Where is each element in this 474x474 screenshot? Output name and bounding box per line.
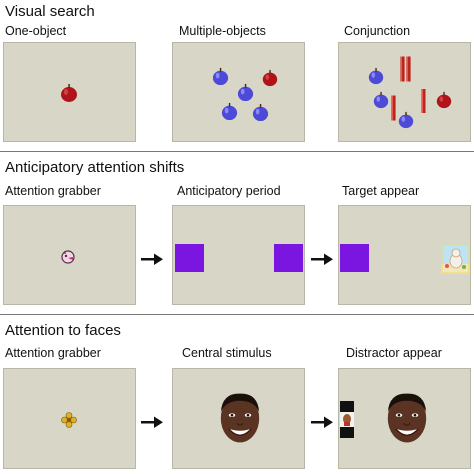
blue-apple-icon — [220, 102, 239, 121]
purple-square-icon — [274, 244, 303, 272]
panel-multiple-objects — [172, 42, 305, 142]
panel-conjunction — [338, 42, 471, 142]
red-bar-icon — [421, 89, 426, 113]
arrow-right-icon — [141, 416, 163, 428]
label-multiple-objects: Multiple-objects — [179, 24, 266, 38]
red-apple-icon — [435, 91, 453, 109]
section-title-attention-to-faces: Attention to faces — [5, 322, 121, 339]
label-attention-grabber: Attention grabber — [5, 346, 101, 360]
red-apple-icon — [261, 69, 279, 87]
panel-attention-grabber-faces — [3, 368, 136, 469]
blue-apple-icon — [372, 91, 390, 109]
label-target-appear: Target appear — [342, 184, 420, 198]
label-attention-grabber: Attention grabber — [5, 184, 101, 198]
blue-apple-icon — [251, 103, 270, 122]
section-title-anticipatory-attention-shifts: Anticipatory attention shifts — [5, 159, 185, 176]
arrow-right-icon — [311, 253, 333, 265]
label-distractor-appear: Distractor appear — [346, 346, 442, 360]
purple-square-icon — [175, 244, 204, 272]
red-apple-icon — [59, 83, 79, 103]
blue-apple-icon — [236, 83, 255, 102]
section-divider — [0, 151, 474, 152]
red-bar-icon — [406, 56, 411, 82]
panel-one-object — [3, 42, 136, 142]
label-conjunction: Conjunction — [344, 24, 411, 38]
purple-square-icon — [340, 244, 369, 272]
label-central-stimulus: Central stimulus — [182, 346, 272, 360]
red-bar-icon — [391, 95, 396, 121]
arrow-right-icon — [141, 253, 163, 265]
cartoon-animal-icon — [61, 250, 75, 264]
panel-attention-grabber — [3, 205, 136, 305]
blue-apple-icon — [397, 111, 415, 129]
panel-central-stimulus — [172, 368, 305, 469]
arrow-right-icon — [311, 416, 333, 428]
red-bar-icon — [400, 56, 405, 82]
label-one-object: One-object — [5, 24, 67, 38]
cartoon-picture-icon — [441, 244, 470, 274]
face-photo-icon — [216, 391, 264, 449]
label-anticipatory-period: Anticipatory period — [177, 184, 281, 198]
blue-apple-icon — [367, 67, 385, 85]
face-photo-icon — [383, 391, 431, 449]
flower-icon — [61, 412, 77, 428]
distractor-object-icon — [340, 401, 354, 438]
section-divider — [0, 314, 474, 315]
panel-anticipatory-period — [172, 205, 305, 305]
section-title-visual-search: Visual search — [5, 3, 95, 20]
blue-apple-icon — [211, 67, 230, 86]
panel-distractor-appear — [338, 368, 471, 469]
panel-target-appear — [338, 205, 471, 305]
